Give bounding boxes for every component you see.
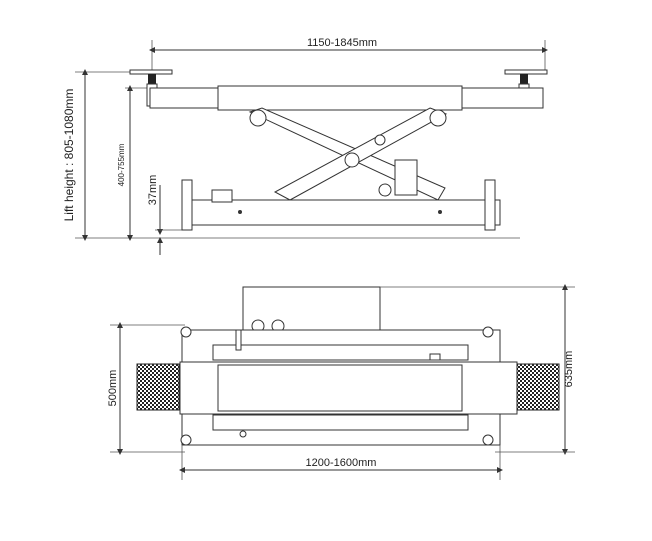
left-roller-bracket (181, 179, 193, 231)
base-beam (184, 199, 501, 226)
valve-block (211, 189, 233, 203)
bolt (238, 210, 242, 214)
overall-width-label: 635mm (563, 351, 575, 388)
inner-top-beam (217, 85, 463, 111)
bottom-rail (212, 414, 469, 431)
roller-wheel (180, 434, 192, 446)
width-range-label: 1150-1845mm (307, 37, 377, 49)
top-rail (212, 344, 469, 361)
bolt (239, 430, 247, 438)
lift-height-label: Lift height : 805-1080mm (62, 89, 76, 222)
latch (429, 353, 441, 361)
left-pad (136, 363, 180, 411)
length-range-label: 1200-1600mm (306, 457, 377, 469)
right-pad (516, 363, 560, 411)
min-height-label: 37mm (147, 175, 159, 206)
handle (235, 329, 242, 351)
roller-wheel (180, 326, 192, 338)
pad-width-label: 500mm (107, 370, 119, 407)
right-roller-bracket (484, 179, 496, 231)
roller-wheel (482, 326, 494, 338)
side-view: 1150-1845mm Lift height : 805-1080mm 400… (62, 37, 548, 255)
roller-wheel (482, 434, 494, 446)
scissor-mechanism (248, 107, 448, 201)
center-beam (217, 364, 463, 412)
hydraulic-cylinder (394, 159, 418, 196)
bolt (438, 210, 442, 214)
stroke-range-label: 400-755mm (117, 143, 126, 186)
top-view: 635mm 500mm 1200-1600mm (107, 284, 575, 480)
